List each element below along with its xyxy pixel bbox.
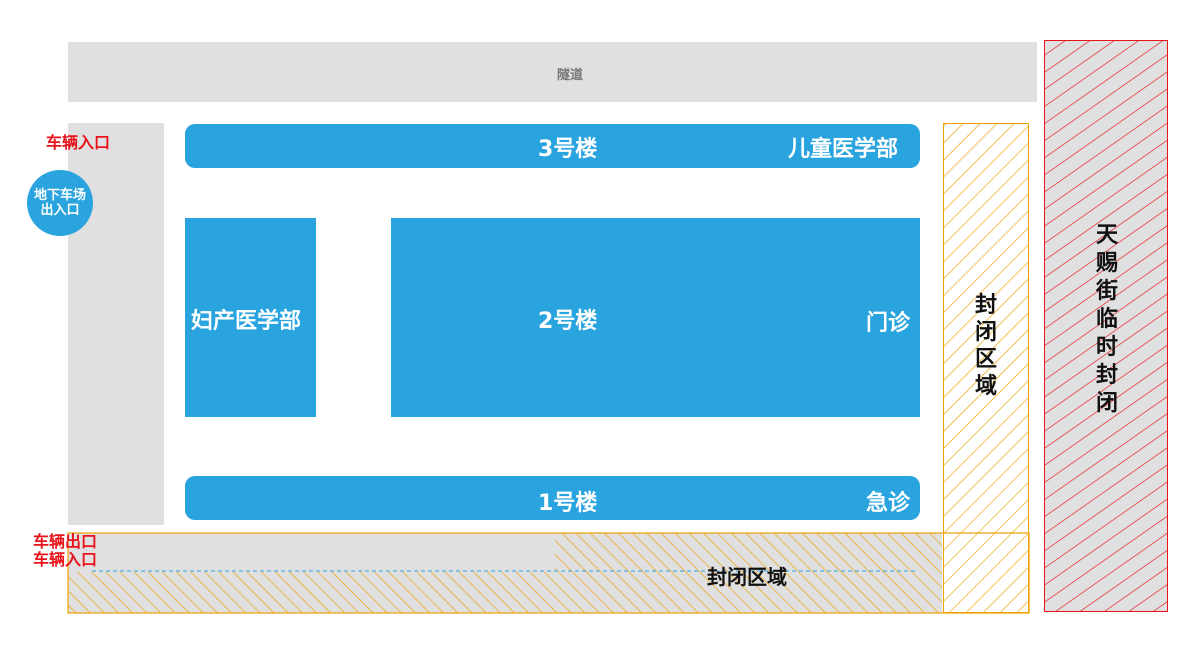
tianci-street-closed-label: 天赐街临时封闭 xyxy=(1091,222,1123,418)
south-closed-hatch-left xyxy=(68,572,555,613)
vehicle-entrance-top-label: 车辆入口 xyxy=(46,133,111,152)
parking-entrance-line1: 地下车场 xyxy=(33,188,86,203)
vehicle-entrance-bottom-label: 车辆入口 xyxy=(33,550,98,569)
tianci-street-char: 闭 xyxy=(1095,391,1118,416)
building-3-label: 3号楼 xyxy=(538,137,598,162)
building-1-dept-label: 急诊 xyxy=(866,491,911,516)
tianci-street-char: 临 xyxy=(1095,307,1118,332)
south-closed-hatch-right xyxy=(555,533,942,613)
obgyn-building xyxy=(185,218,316,417)
building-3 xyxy=(185,124,920,168)
tianci-street-char: 时 xyxy=(1095,335,1118,360)
building-2-label: 2号楼 xyxy=(538,309,598,334)
parking-entrance-marker: 地下车场 出入口 xyxy=(27,170,93,236)
closed-area-vertical-char: 封 xyxy=(974,293,997,318)
tianci-street-char: 街 xyxy=(1095,279,1118,304)
building-2 xyxy=(391,218,920,417)
building-2-dept-label: 门诊 xyxy=(866,311,911,336)
tianci-street-char: 天 xyxy=(1095,223,1118,248)
east-closed-hatch xyxy=(944,124,1028,612)
obgyn-label: 妇产医学部 xyxy=(191,309,302,334)
building-1 xyxy=(185,476,920,520)
tunnel-road xyxy=(68,42,1037,102)
tunnel-label: 隧道 xyxy=(556,68,583,83)
tianci-street-hatch xyxy=(1045,41,1167,611)
tianci-street-char: 赐 xyxy=(1095,251,1118,276)
closed-area-vertical-char: 域 xyxy=(974,374,997,399)
closed-area-vertical-char: 闭 xyxy=(974,320,997,345)
building-1-label: 1号楼 xyxy=(538,491,598,516)
building-3-dept-label: 儿童医学部 xyxy=(788,137,899,162)
closed-area-bottom-label: 封闭区域 xyxy=(707,565,787,589)
closed-area-vertical-label: 封闭区域 xyxy=(970,292,1002,400)
vehicle-exit-bottom-label: 车辆出口 xyxy=(33,532,98,551)
parking-entrance-line2: 出入口 xyxy=(40,203,80,218)
south-closed-outline xyxy=(67,532,1030,614)
closed-area-vertical-char: 区 xyxy=(974,347,997,372)
tianci-street-char: 封 xyxy=(1095,363,1118,388)
